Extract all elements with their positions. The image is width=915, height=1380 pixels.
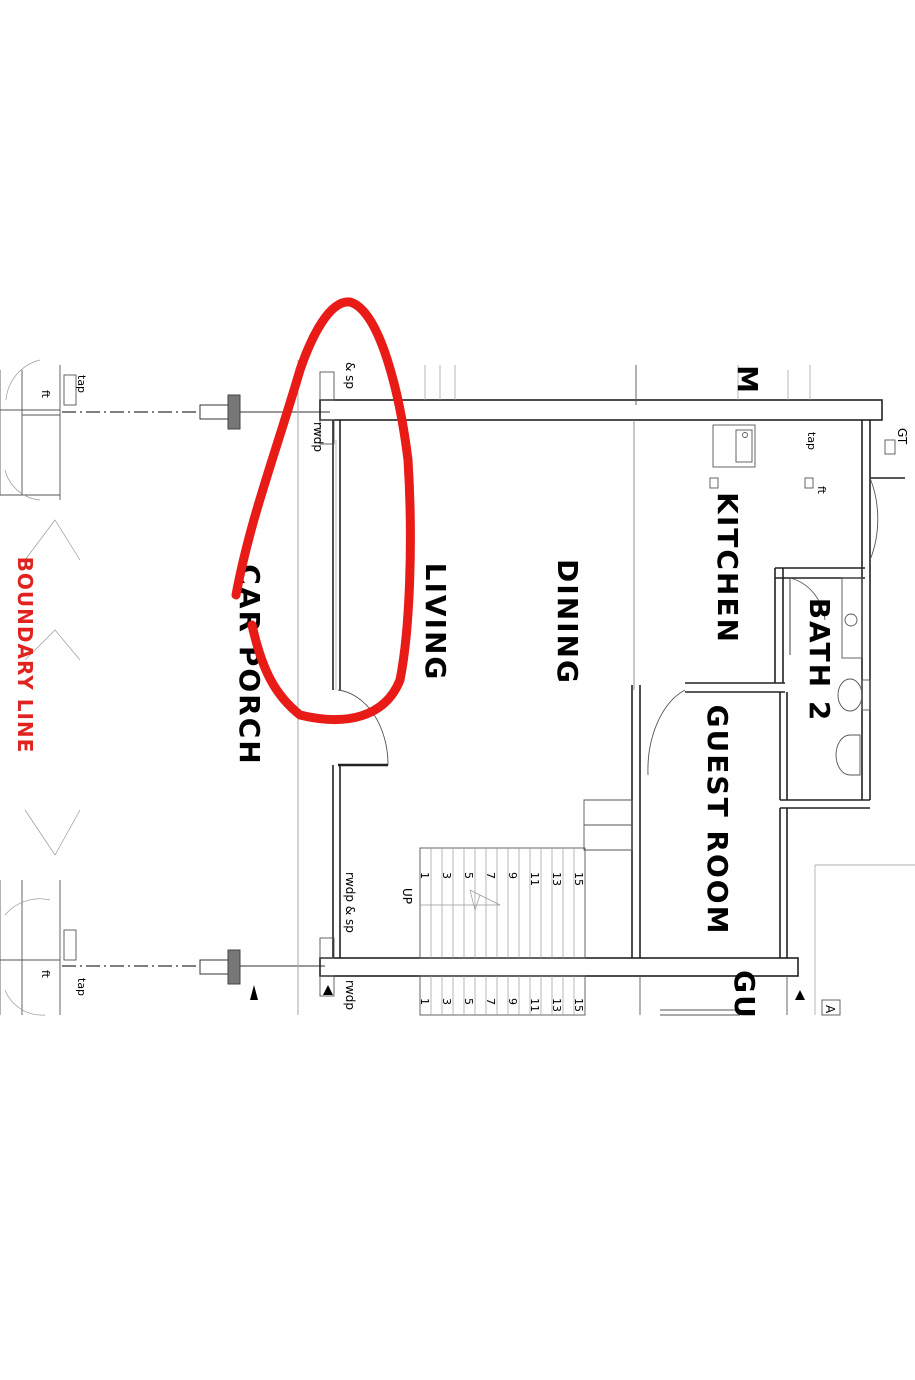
room-label-dining: DINING [551, 559, 584, 685]
stair-step-number: 11 [528, 872, 541, 886]
ft-label-kitchen: ft [815, 486, 828, 495]
boundary-section [0, 359, 330, 1016]
stair-step-number: 15 [572, 872, 585, 886]
sp-label-top: & sp [343, 362, 357, 389]
stair-step-number: 7 [484, 998, 497, 1005]
room-label-guest-room: GUEST ROOM [701, 705, 734, 936]
room-label-partial-top: M [731, 365, 764, 395]
stair-step-number: 11 [528, 998, 541, 1012]
up-label: UP [400, 888, 414, 904]
room-label-bath2: BATH 2 [803, 598, 836, 723]
rwdp-label-top: rwdp [311, 422, 325, 452]
stair-step-number: 1 [418, 872, 431, 879]
room-label-partial-bottom: GU [728, 970, 761, 1020]
stair-step-number: 5 [462, 872, 475, 879]
boundary-line-label: BOUNDARY LINE [13, 557, 37, 754]
tap-label-upper-left: tap [75, 375, 88, 393]
stair-step-number: 3 [440, 872, 453, 879]
stair-step-number: 3 [440, 998, 453, 1005]
stair-step-number: 1 [418, 998, 431, 1005]
room-label-living: LIVING [419, 563, 452, 682]
stair-step-number: 13 [550, 998, 563, 1012]
stair-step-number: 5 [462, 998, 475, 1005]
staircase [419, 847, 586, 1016]
red-circle-annotation [231, 297, 415, 725]
stair-step-number: 13 [550, 872, 563, 886]
ft-label-lower-left: ft [39, 970, 52, 979]
rwdp-sp-label: rwdp & sp [343, 872, 357, 933]
room-label-kitchen: KITCHEN [711, 492, 744, 644]
stair-step-number: 9 [506, 998, 519, 1005]
ft-label-upper-left: ft [39, 390, 52, 399]
stair-step-number: 15 [572, 998, 585, 1012]
tap-label-kitchen: tap [805, 432, 818, 450]
rwdp-label-bottom: rwdp [343, 980, 357, 1010]
stair-step-number: 7 [484, 872, 497, 879]
edge-a-label: A [823, 1005, 837, 1014]
annotations: tap ft tap ft & sp rwdp rwdp & sp rwdp t… [39, 362, 909, 1014]
room-labels: LIVING DINING KITCHEN BATH 2 GUEST ROOM … [13, 365, 836, 1020]
gt-label: GT [895, 428, 909, 445]
stair-step-number: 9 [506, 872, 519, 879]
tap-label-lower-left: tap [75, 978, 88, 996]
